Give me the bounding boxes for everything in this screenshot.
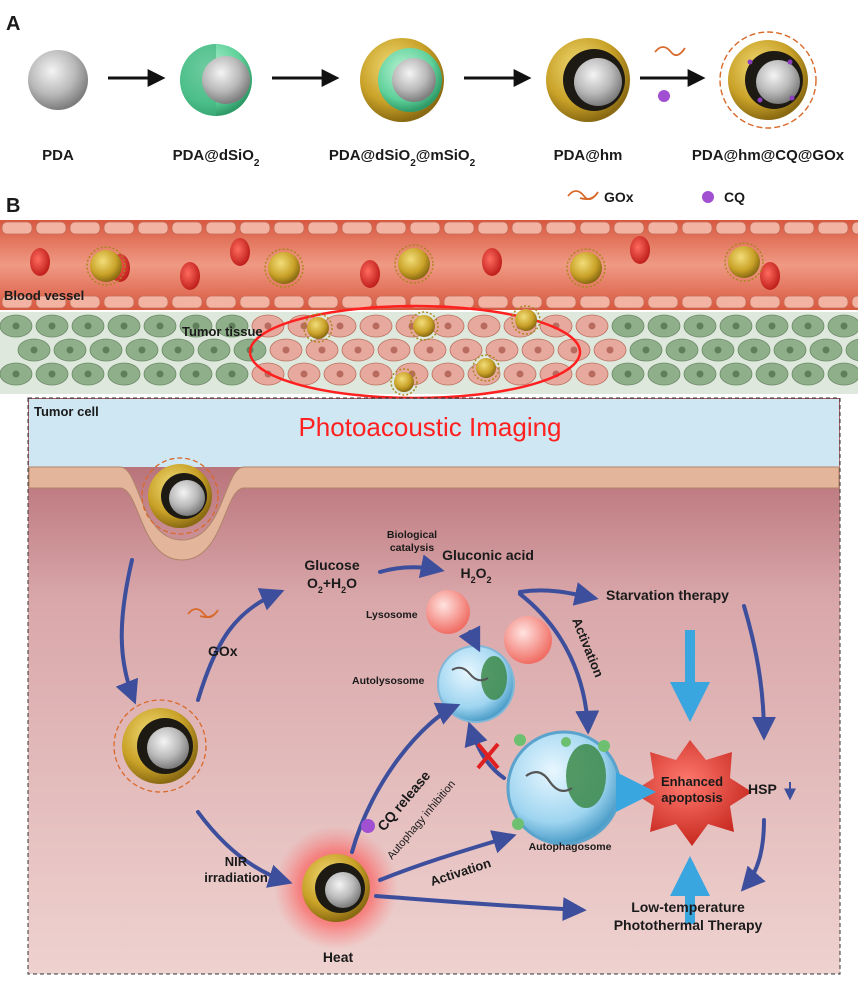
starvation-therapy-label: Starvation therapy: [606, 587, 729, 603]
legend-cq-label: CQ: [724, 189, 745, 205]
autophagosome-label: Autophagosome: [529, 841, 612, 853]
arrow-activation-top: [518, 592, 600, 735]
stage-label-pda-hm: PDA@hm: [554, 147, 623, 164]
stage-label-pda: PDA: [42, 147, 74, 164]
arrow-activation-bottom: [378, 830, 517, 882]
pda-particle: [28, 50, 88, 110]
stage-label-pda-dsio2: PDA@dSiO2: [173, 147, 260, 169]
h2o2-label: H2O2: [460, 565, 491, 585]
gluconic-acid-label: Gluconic acid: [442, 547, 534, 563]
imaging-title: Photoacoustic Imaging: [298, 412, 561, 442]
stage-label-pda-dsio2-msio2: PDA@dSiO2@mSiO2: [329, 147, 476, 169]
apoptosis-burst: [632, 740, 752, 846]
endocytosed-particle: [141, 457, 219, 535]
glucose-label: Glucose: [304, 557, 359, 573]
lysosome: [426, 590, 470, 634]
inhibition-cross: [476, 742, 500, 770]
arrow-autophagy: [464, 721, 506, 780]
legend-gox-label: GOx: [604, 189, 634, 205]
autophagosome: [506, 730, 622, 846]
apoptosis-label: apoptosis: [661, 790, 722, 805]
intracellular-particle: [113, 699, 207, 793]
low-temperature-label: Low-temperature: [631, 899, 745, 915]
legend-cq-icon: [702, 191, 714, 203]
arrow-entry: [115, 558, 139, 705]
arrow-lysosome: [458, 625, 481, 653]
pda-hm-cq-gox-particle: [719, 31, 817, 129]
gox-label: GOx: [208, 643, 238, 659]
nir-label-1: NIR: [225, 854, 248, 869]
arrow-to-starvation: [518, 582, 599, 606]
bio-catalysis-label-1: Biological: [387, 529, 437, 541]
bio-catalysis-label-2: catalysis: [390, 542, 435, 554]
arrow-nir: [196, 810, 293, 888]
arrow-to-glucose: [196, 588, 285, 702]
gox-enzyme-icon: [187, 608, 219, 619]
lysosome-label: Lysosome: [366, 609, 418, 621]
panel-a-letter: A: [6, 13, 20, 35]
heated-particle: [274, 826, 398, 950]
tumor-cell-label: Tumor cell: [34, 404, 99, 419]
panel-b-letter: B: [6, 195, 20, 217]
blood-vessel-label: Blood vessel: [4, 288, 84, 303]
arrow-hsp-photothermal: [740, 818, 766, 892]
arrow-to-photothermal: [374, 894, 587, 922]
tumor-tissue-label: Tumor tissue: [182, 324, 263, 339]
o2-h2o-label: O2+H2O: [307, 575, 357, 595]
arrow-cq-release: [350, 702, 461, 854]
gox-icon: [654, 46, 686, 57]
cq-icon: [658, 90, 670, 102]
cq-molecule-icon: [361, 819, 375, 833]
heat-label: Heat: [323, 949, 354, 965]
circulating-nanoparticles: [86, 242, 764, 396]
arrow-catalysis: [378, 554, 445, 579]
arrow-starvation-hsp: [742, 604, 776, 741]
stage-label-pda-hm-cq-gox: PDA@hm@CQ@GOx: [692, 147, 845, 164]
hsp-label: HSP: [748, 781, 777, 797]
pda-dsio2-msio2-particle: [360, 38, 444, 122]
autolysosome-label: Autolysosome: [352, 675, 425, 687]
extracellular-space: [29, 399, 839, 467]
photothermal-therapy-label: Photothermal Therapy: [614, 917, 763, 933]
lysosome-fusing: [504, 616, 552, 664]
pda-hm-particle: [546, 38, 630, 122]
pda-dsio2-particle: [180, 44, 252, 116]
enhanced-label: Enhanced: [661, 774, 723, 789]
nir-label-2: irradiation: [204, 870, 268, 885]
legend-gox-icon: [567, 190, 599, 201]
blood-vessel: [0, 220, 858, 310]
